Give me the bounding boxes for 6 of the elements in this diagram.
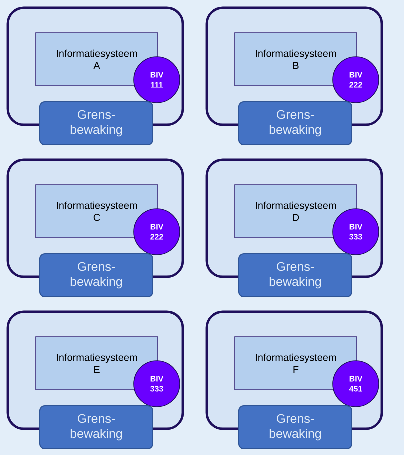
border-control-box: Grens- bewaking (238, 102, 352, 146)
border-control-box: Grens- bewaking (40, 102, 154, 146)
border-control-box: Grens- bewaking (40, 406, 154, 450)
border-control-box: Grens- bewaking (40, 254, 154, 298)
border-control-box: Grens- bewaking (238, 254, 352, 298)
border-control-box: Grens- bewaking (238, 406, 352, 450)
